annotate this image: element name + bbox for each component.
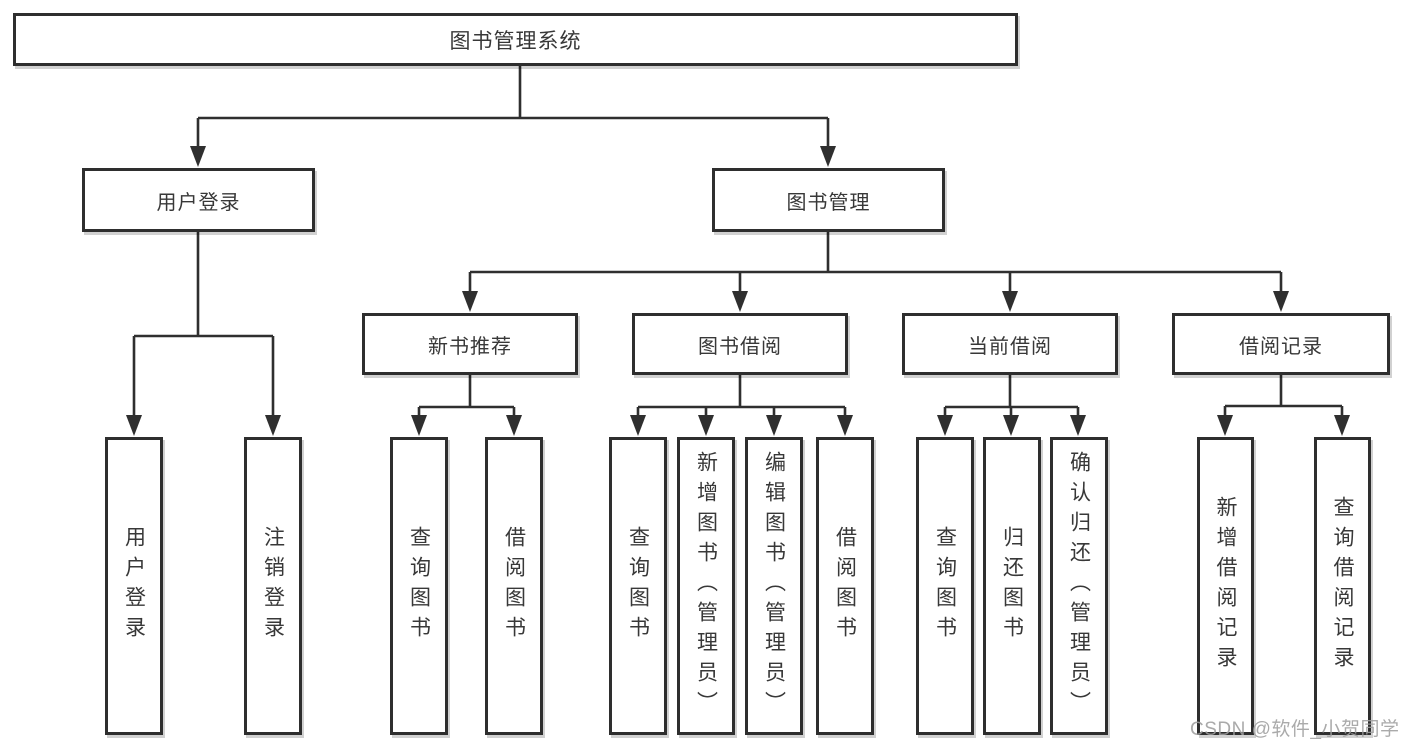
node-current-borrowing: 当前借阅 xyxy=(902,313,1118,375)
leaf-borrowing-borrow-books: 借阅图书 xyxy=(816,437,874,735)
node-borrowing-records: 借阅记录 xyxy=(1172,313,1390,375)
node-new-book-recommendation: 新书推荐 xyxy=(362,313,578,375)
leaf-newbooks-query-books: 查询图书 xyxy=(390,437,448,735)
leaf-records-add-record: 新增借阅记录 xyxy=(1197,437,1254,735)
leaf-user-login: 用户登录 xyxy=(105,437,163,735)
leaf-borrowing-add-books-admin: 新增图书（管理员） xyxy=(677,437,735,735)
csdn-watermark: CSDN @软件_小贺同学 xyxy=(1190,719,1400,740)
leaf-current-query-books: 查询图书 xyxy=(916,437,974,735)
leaf-current-return-books: 归还图书 xyxy=(983,437,1041,735)
leaf-newbooks-borrow-books: 借阅图书 xyxy=(485,437,543,735)
leaf-borrowing-edit-books-admin: 编辑图书（管理员） xyxy=(745,437,803,735)
node-book-management-system: 图书管理系统 xyxy=(13,13,1018,66)
node-user-login: 用户登录 xyxy=(82,168,315,232)
node-book-management: 图书管理 xyxy=(712,168,945,232)
node-book-borrowing: 图书借阅 xyxy=(632,313,848,375)
leaf-current-confirm-return-admin: 确认归还（管理员） xyxy=(1050,437,1108,735)
leaf-borrowing-query-books: 查询图书 xyxy=(609,437,667,735)
leaf-records-query-record: 查询借阅记录 xyxy=(1314,437,1371,735)
leaf-logout: 注销登录 xyxy=(244,437,302,735)
